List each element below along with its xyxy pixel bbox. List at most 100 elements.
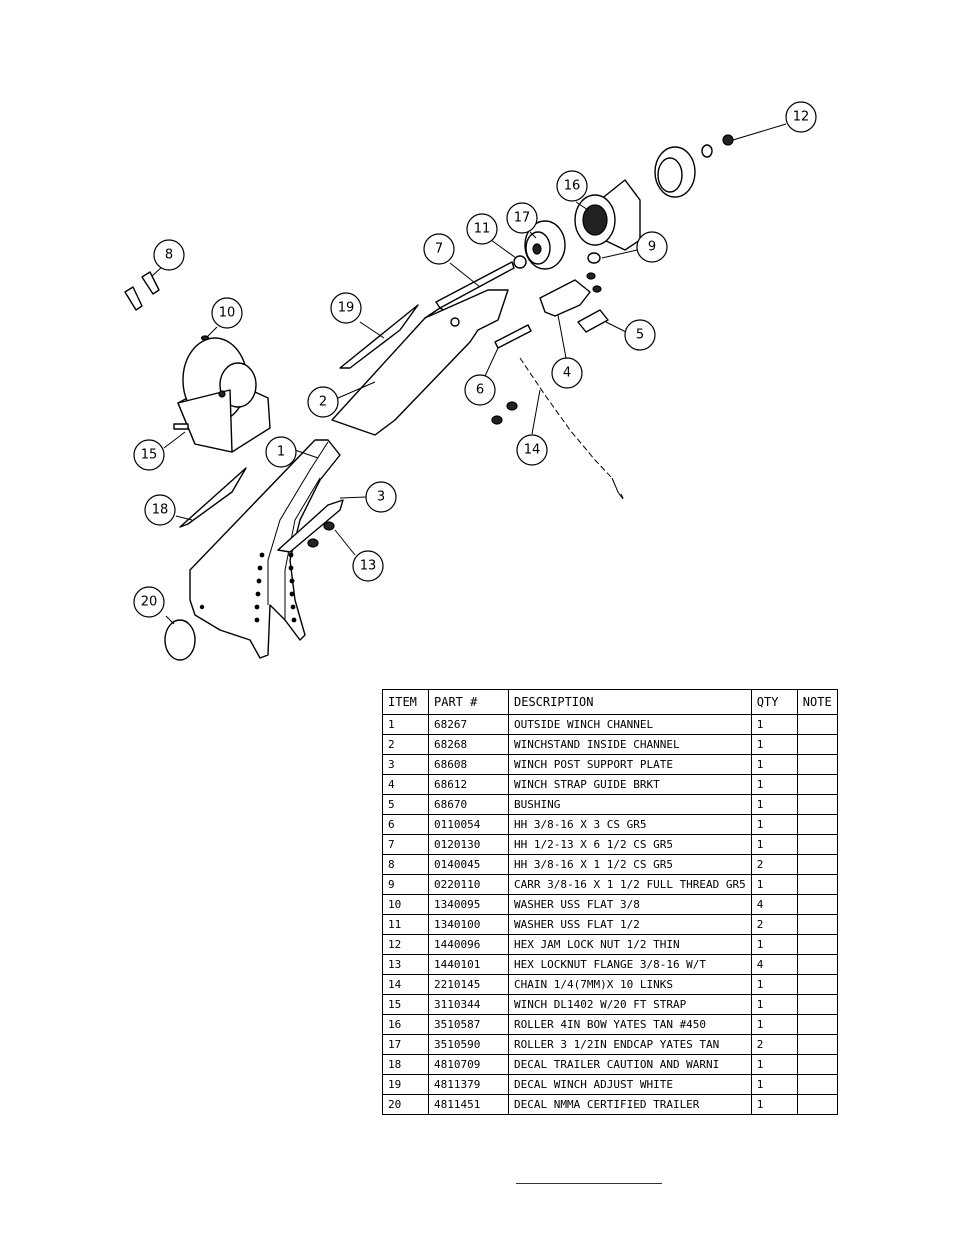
cell-note [796,1074,838,1095]
cell-note [796,1034,838,1055]
part-washer-roller [513,255,527,269]
cell-item: 1 [382,714,429,735]
part-decal-caution [179,467,247,528]
svg-text:17: 17 [514,211,531,226]
cell-item: 4 [382,774,429,795]
svg-text:3: 3 [377,490,385,505]
part-bolt-hh-1-2 [435,261,515,309]
cell-note [796,954,838,975]
part-decal-winch-adjust [339,304,419,369]
cell-note [796,894,838,915]
cell-item: 17 [382,1034,429,1055]
column-header-note: NOTE [796,689,838,715]
callout-10: 10 [211,297,243,329]
callout-20: 20 [133,586,165,618]
cell-description: ROLLER 3 1/2IN ENDCAP YATES TAN [508,1034,752,1055]
cell-item: 8 [382,854,429,875]
cell-qty: 1 [750,1074,798,1095]
cell-part: 68268 [428,734,509,755]
cell-description: HH 3/8-16 X 3 CS GR5 [508,814,752,835]
cell-item: 18 [382,1054,429,1075]
cell-qty: 1 [750,754,798,775]
cell-item: 15 [382,994,429,1015]
svg-text:12: 12 [793,110,810,125]
cell-part: 3110344 [428,994,509,1015]
cell-item: 10 [382,894,429,915]
svg-text:8: 8 [165,248,173,263]
cell-description: WINCHSTAND INSIDE CHANNEL [508,734,752,755]
cell-description: HH 1/2-13 X 6 1/2 CS GR5 [508,834,752,855]
cell-description: WINCH DL1402 W/20 FT STRAP [508,994,752,1015]
cell-note [796,774,838,795]
callout-12: 12 [785,101,817,133]
cell-part: 0110054 [428,814,509,835]
part-carriage-bolt [587,252,601,264]
cell-part: 0220110 [428,874,509,895]
column-header-item: ITEM [382,689,429,715]
column-header-part: PART # [428,689,509,715]
svg-text:15: 15 [141,448,158,463]
part-chain [519,357,624,499]
cell-qty: 1 [750,974,798,995]
callout-8: 8 [153,239,185,271]
cell-qty: 1 [750,814,798,835]
cell-part: 68670 [428,794,509,815]
cell-qty: 4 [750,894,798,915]
cell-qty: 1 [750,934,798,955]
part-washer-small [200,335,210,341]
part-inside-channel [331,289,509,436]
cell-item: 11 [382,914,429,935]
svg-text:1: 1 [277,445,285,460]
cell-note [796,834,838,855]
cell-description: WASHER USS FLAT 1/2 [508,914,752,935]
cell-note [796,1014,838,1035]
part-washer-end [701,144,713,158]
cell-item: 9 [382,874,429,895]
cell-description: HEX LOCKNUT FLANGE 3/8-16 W/T [508,954,752,975]
part-bolts-hh-3-8 [124,271,160,311]
cell-description: CARR 3/8-16 X 1 1/2 FULL THREAD GR5 [508,874,752,895]
cell-description: CHAIN 1/4(7MM)X 10 LINKS [508,974,752,995]
cell-part: 68608 [428,754,509,775]
callout-1: 1 [265,436,297,468]
cell-part: 4811379 [428,1074,509,1095]
svg-text:6: 6 [476,383,484,398]
svg-text:9: 9 [648,240,656,255]
cell-description: DECAL NMMA CERTIFIED TRAILER [508,1094,752,1115]
cell-part: 3510587 [428,1014,509,1035]
callout-14: 14 [516,434,548,466]
callout-5: 5 [624,319,656,351]
cell-qty: 1 [750,794,798,815]
cell-item: 3 [382,754,429,775]
cell-part: 1340095 [428,894,509,915]
svg-text:16: 16 [564,179,581,194]
cell-item: 12 [382,934,429,955]
cell-description: HEX JAM LOCK NUT 1/2 THIN [508,934,752,955]
table-header-row: ITEM PART # DESCRIPTION QTY NOTE [382,689,838,715]
cell-note [796,734,838,755]
cell-note [796,914,838,935]
svg-text:20: 20 [141,595,158,610]
cell-part: 4811451 [428,1094,509,1115]
footer-link[interactable] [516,1170,662,1184]
cell-description: WINCH STRAP GUIDE BRKT [508,774,752,795]
cell-item: 7 [382,834,429,855]
part-endcap-roller [524,220,566,270]
svg-text:5: 5 [636,328,644,343]
cell-qty: 2 [750,854,798,875]
cell-qty: 2 [750,1034,798,1055]
cell-note [796,934,838,955]
svg-text:18: 18 [152,503,169,518]
cell-description: DECAL TRAILER CAUTION AND WARNI [508,1054,752,1075]
cell-description: ROLLER 4IN BOW YATES TAN #450 [508,1014,752,1035]
column-header-description: DESCRIPTION [508,689,752,715]
svg-text:2: 2 [319,395,327,410]
